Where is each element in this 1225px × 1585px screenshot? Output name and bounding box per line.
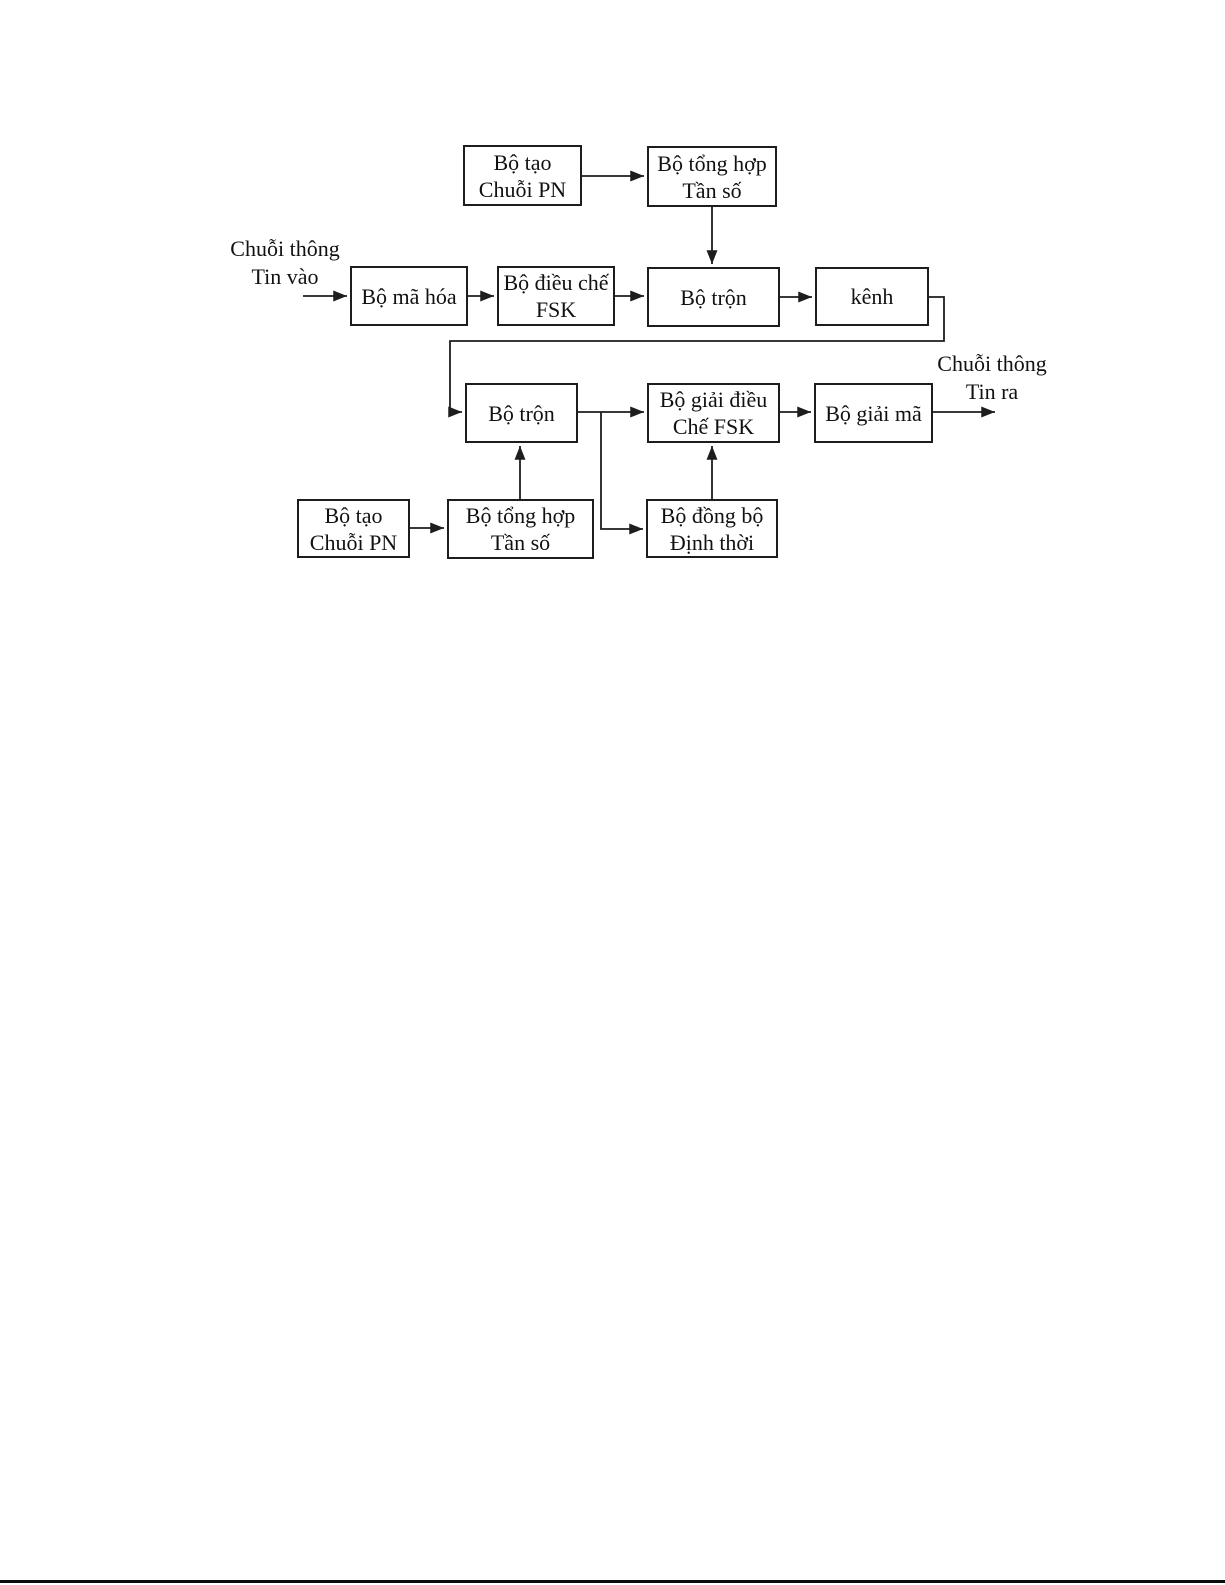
input-flow-label-line2: Tin vào	[251, 264, 319, 289]
output-flow-label-line1: Chuỗi thông	[937, 351, 1047, 376]
node-mixer-rx: Bộ trộn	[465, 383, 578, 443]
output-flow-label-line2: Tin ra	[965, 379, 1019, 404]
wire-channel-to-mixer-rx	[448, 296, 945, 418]
node-pn-generator-bottom: Bộ tạo Chuỗi PN	[297, 499, 410, 558]
node-frequency-synthesizer-bottom: Bộ tổng hợp Tần số	[447, 499, 594, 559]
fhss-block-diagram: Bộ tạo Chuỗi PN Bộ tổng hợp Tần số Bộ mã…	[0, 0, 1225, 700]
input-flow-label-line1: Chuỗi thông	[230, 236, 340, 261]
node-label: Bộ giải điều	[659, 387, 768, 412]
node-label: Bộ trộn	[488, 400, 555, 426]
node-label: Bộ điều chế	[503, 270, 609, 295]
output-flow-label: Chuỗi thông Tin ra	[931, 350, 1053, 406]
node-label: Bộ tạo	[324, 502, 383, 528]
connector-layer	[303, 170, 995, 535]
node-label: Tần số	[490, 530, 551, 555]
node-mixer-tx: Bộ trộn	[647, 267, 780, 327]
node-timing-synchronizer: Bộ đồng bộ Định thời	[646, 499, 778, 558]
node-fsk-modulator: Bộ điều chế FSK	[497, 266, 615, 326]
node-label: Bộ tổng hợp	[465, 503, 576, 528]
node-encoder: Bộ mã hóa	[350, 266, 468, 326]
node-label: Bộ tổng hợp	[657, 150, 767, 176]
node-fsk-demodulator: Bộ giải điều Chế FSK	[647, 383, 780, 443]
input-flow-label: Chuỗi thông Tin vào	[224, 235, 346, 291]
node-label: Chuỗi PN	[309, 529, 398, 555]
wire-branch-to-sync	[600, 412, 643, 535]
node-label: FSK	[535, 297, 577, 322]
node-label: kênh	[850, 284, 894, 309]
node-channel: kênh	[815, 267, 929, 326]
node-label: Chế FSK	[672, 414, 755, 439]
node-label: Bộ mã hóa	[361, 283, 457, 309]
node-label: Bộ tạo	[493, 149, 552, 175]
node-label: Chuỗi PN	[478, 176, 567, 202]
node-label: Tần số	[682, 177, 742, 203]
node-decoder: Bộ giải mã	[814, 383, 933, 443]
node-label: Bộ trộn	[680, 284, 747, 310]
node-label: Bộ giải mã	[825, 400, 922, 426]
node-label: Định thời	[669, 529, 755, 555]
node-label: Bộ đồng bộ	[660, 502, 764, 528]
node-frequency-synthesizer-top: Bộ tổng hợp Tần số	[647, 146, 777, 207]
page-bottom-border	[0, 1580, 1225, 1583]
node-pn-generator-top: Bộ tạo Chuỗi PN	[463, 145, 582, 206]
